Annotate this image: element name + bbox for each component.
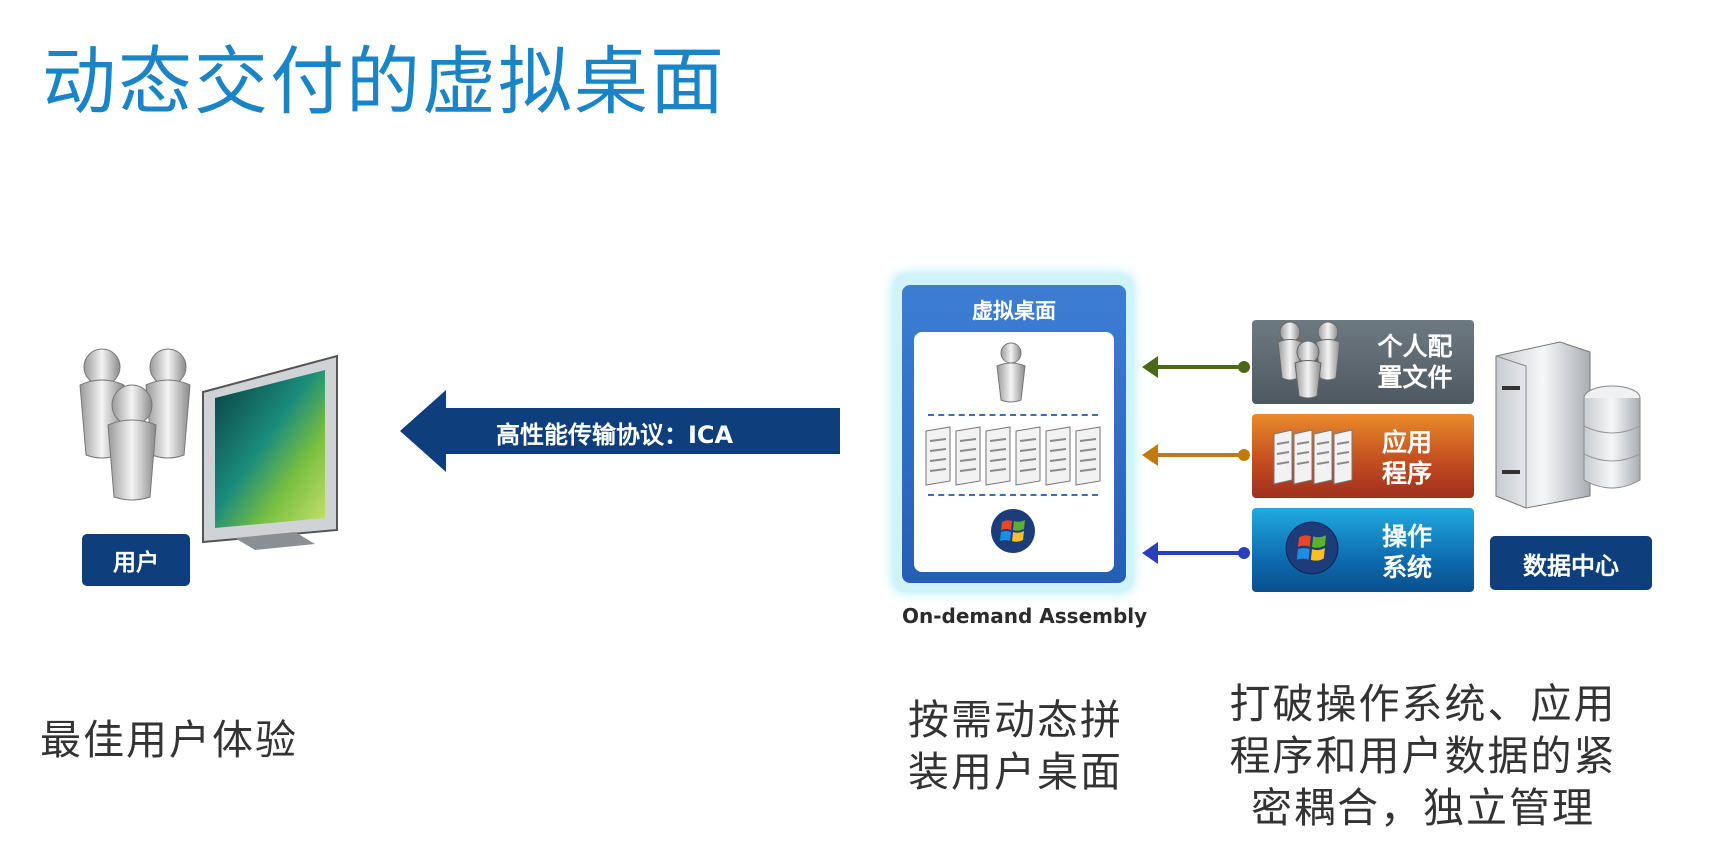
divider-dashed xyxy=(928,494,1098,496)
apps-label-line2: 程序 xyxy=(1381,459,1432,488)
users-group-icon xyxy=(79,348,191,501)
desktop-caption-line1: 按需动态拼 xyxy=(908,696,1123,744)
users-group-icon xyxy=(1277,321,1341,399)
profile-label: 个人配 置文件 xyxy=(1360,331,1470,393)
profile-label-line1: 个人配 xyxy=(1377,332,1453,361)
data-center-label: 数据中心 xyxy=(1490,536,1652,590)
decouple-caption-line1: 打破操作系统、应用 xyxy=(1229,680,1617,728)
profile-label-line2: 置文件 xyxy=(1377,363,1453,392)
decouple-caption-line2: 程序和用户数据的紧 xyxy=(1229,732,1617,780)
divider-dashed xyxy=(928,414,1098,416)
virtual-desktop-title: 虚拟桌面 xyxy=(972,299,1056,323)
app-servers-icon xyxy=(925,426,1101,486)
os-label: 操作 系统 xyxy=(1352,521,1462,583)
person-icon xyxy=(996,342,1026,403)
arrow-apps xyxy=(1142,444,1250,466)
decouple-caption-line3: 密耦合，独立管理 xyxy=(1251,784,1595,832)
desktop-caption-line2: 装用户桌面 xyxy=(908,748,1123,796)
assembly-caption: On-demand Assembly xyxy=(902,604,1148,628)
data-center-server-icon xyxy=(1495,341,1641,509)
desktop-assembly-caption: 按需动态拼 装用户桌面 xyxy=(908,694,1148,798)
apps-label: 应用 程序 xyxy=(1352,427,1462,489)
protocol-arrow xyxy=(400,390,840,472)
windows-logo-icon xyxy=(991,509,1035,553)
app-servers-icon xyxy=(1273,429,1353,485)
protocol-label: 高性能传输协议：ICA xyxy=(496,420,734,449)
arrow-os xyxy=(1142,542,1250,564)
monitor-icon xyxy=(202,354,338,550)
os-label-line1: 操作 xyxy=(1381,522,1432,551)
page-title: 动态交付的虚拟桌面 xyxy=(42,39,726,125)
windows-logo-icon xyxy=(1285,521,1339,575)
apps-label-line1: 应用 xyxy=(1381,428,1432,457)
user-experience-caption: 最佳用户体验 xyxy=(40,716,298,764)
os-label-line2: 系统 xyxy=(1381,553,1432,582)
decoupling-caption: 打破操作系统、应用 程序和用户数据的紧 密耦合，独立管理 xyxy=(1218,678,1628,834)
user-label: 用户 xyxy=(82,534,190,586)
arrow-profile xyxy=(1142,356,1250,378)
